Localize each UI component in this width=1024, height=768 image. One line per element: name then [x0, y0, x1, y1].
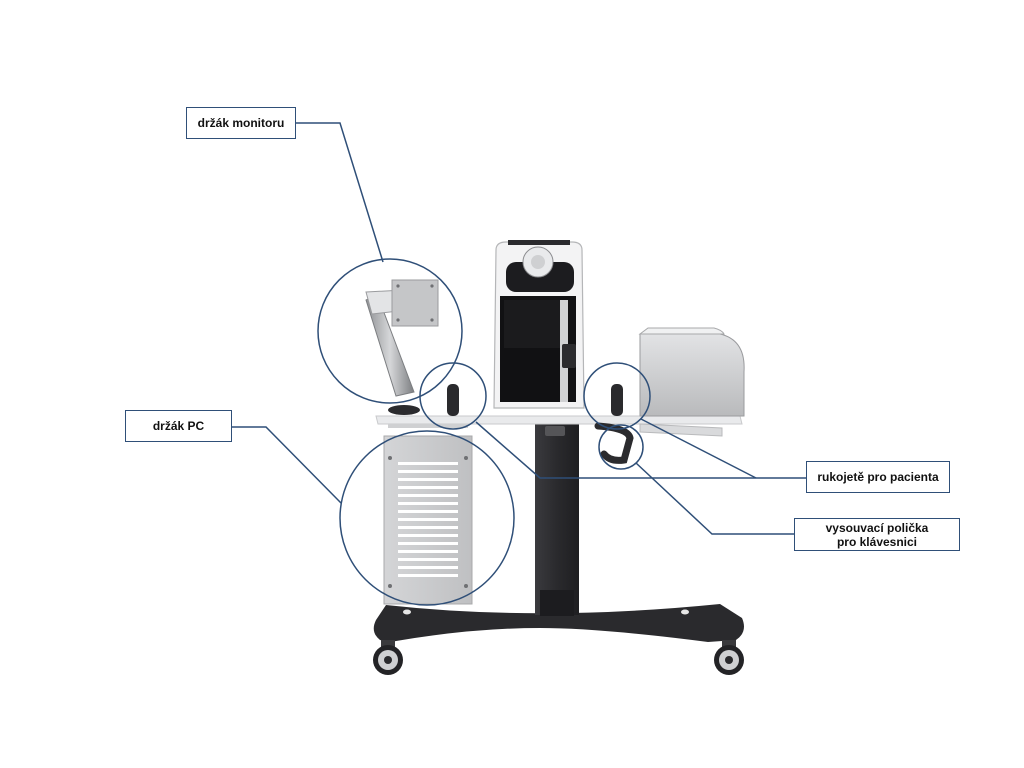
patient-handle-right	[611, 384, 623, 416]
label-patient-handles: rukojetě pro pacienta	[806, 461, 950, 493]
label-patient-handles-text: rukojetě pro pacienta	[817, 470, 938, 484]
label-pc-holder-text: držák PC	[153, 419, 204, 433]
pc-holder-panel	[384, 436, 472, 604]
camera-device	[494, 240, 584, 408]
leader-line-pc-holder	[232, 427, 341, 503]
side-unit	[640, 328, 744, 416]
label-monitor-holder: držák monitoru	[186, 107, 296, 139]
label-monitor-holder-text: držák monitoru	[198, 116, 285, 130]
label-keyboard-shelf-line1: vysouvací polička	[826, 521, 929, 535]
caster-wheel-right	[714, 640, 744, 675]
label-keyboard-shelf: vysouvací polička pro klávesnici	[794, 518, 960, 551]
leader-line-keyboard-shelf	[636, 463, 794, 534]
caster-wheel-left	[373, 640, 403, 675]
patient-handle-left	[447, 384, 459, 416]
pc-vent-slots	[398, 462, 458, 577]
leader-line-monitor-holder	[296, 123, 383, 262]
monitor-arm	[366, 280, 438, 415]
lift-column	[535, 420, 579, 616]
label-pc-holder: držák PC	[125, 410, 232, 442]
label-keyboard-shelf-line2: pro klávesnici	[837, 535, 917, 549]
